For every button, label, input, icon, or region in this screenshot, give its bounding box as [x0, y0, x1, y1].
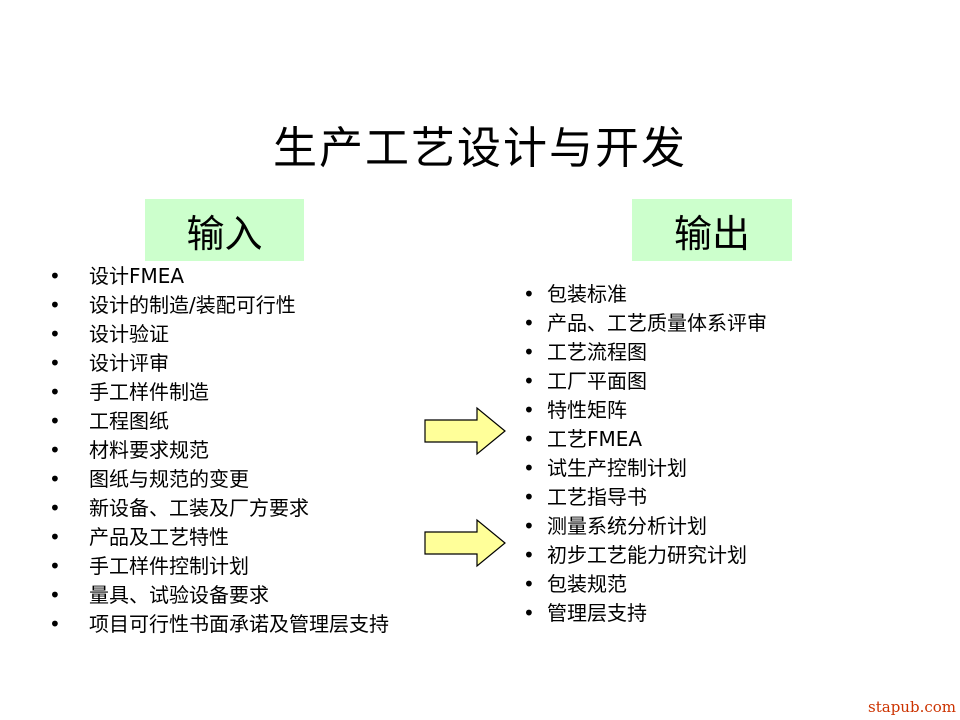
input-item: 设计验证	[49, 320, 389, 349]
output-list: 包装标准 产品、工艺质量体系评审 工艺流程图 工厂平面图 特性矩阵 工艺FMEA…	[523, 280, 767, 628]
output-item: 包装标准	[523, 280, 767, 309]
watermark: stapub.com	[868, 698, 956, 716]
output-item: 工艺指导书	[523, 483, 767, 512]
input-item: 设计的制造/装配可行性	[49, 291, 389, 320]
input-item: 手工样件控制计划	[49, 552, 389, 581]
output-item: 试生产控制计划	[523, 454, 767, 483]
output-item: 工艺FMEA	[523, 425, 767, 454]
input-item: 产品及工艺特性	[49, 523, 389, 552]
input-item: 手工样件制造	[49, 378, 389, 407]
input-item: 量具、试验设备要求	[49, 581, 389, 610]
output-item: 测量系统分析计划	[523, 512, 767, 541]
output-item: 管理层支持	[523, 599, 767, 628]
output-header: 输出	[632, 199, 792, 261]
output-item: 初步工艺能力研究计划	[523, 541, 767, 570]
input-header: 输入	[145, 199, 304, 261]
input-item: 新设备、工装及厂方要求	[49, 494, 389, 523]
page-title: 生产工艺设计与开发	[273, 123, 687, 174]
right-arrow-icon	[424, 406, 506, 456]
output-item: 工厂平面图	[523, 367, 767, 396]
input-item: 材料要求规范	[49, 436, 389, 465]
input-item: 图纸与规范的变更	[49, 465, 389, 494]
right-arrow-icon	[424, 518, 506, 568]
input-item: 设计评审	[49, 349, 389, 378]
input-list: 设计FMEA 设计的制造/装配可行性 设计验证 设计评审 手工样件制造 工程图纸…	[49, 262, 389, 639]
input-item: 设计FMEA	[49, 262, 389, 291]
output-item: 产品、工艺质量体系评审	[523, 309, 767, 338]
output-item: 特性矩阵	[523, 396, 767, 425]
output-item: 工艺流程图	[523, 338, 767, 367]
input-item: 项目可行性书面承诺及管理层支持	[49, 610, 389, 639]
output-item: 包装规范	[523, 570, 767, 599]
input-item: 工程图纸	[49, 407, 389, 436]
